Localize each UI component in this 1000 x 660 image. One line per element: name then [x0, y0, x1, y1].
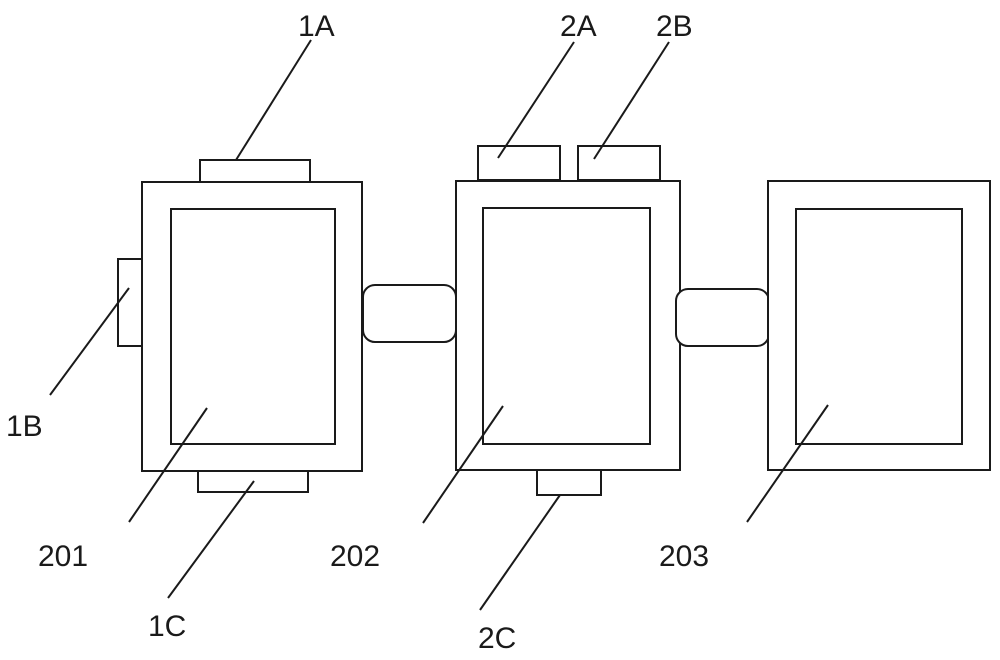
label-202: 202 — [330, 540, 380, 573]
label-2C: 2C — [478, 622, 516, 655]
leader-203 — [746, 404, 829, 523]
leader-1B — [49, 287, 130, 396]
tab-1A — [199, 159, 311, 183]
leader-1C — [167, 480, 255, 599]
label-203: 203 — [659, 540, 709, 573]
inner-panel-201 — [170, 208, 336, 445]
leader-202 — [422, 405, 504, 524]
label-1C: 1C — [148, 610, 186, 643]
leader-2A — [497, 41, 575, 159]
leader-201 — [128, 407, 208, 523]
tab-2B — [577, 145, 661, 181]
tab-2C — [536, 469, 602, 496]
label-201: 201 — [38, 540, 88, 573]
unit-203 — [767, 180, 991, 471]
label-2A: 2A — [560, 10, 597, 43]
tab-2A — [477, 145, 561, 181]
leader-1A — [235, 39, 312, 161]
tab-1B — [117, 258, 143, 347]
unit-201 — [117, 159, 363, 493]
connector-202-203 — [675, 288, 770, 347]
label-1A: 1A — [298, 10, 335, 43]
unit-202 — [455, 145, 681, 496]
connector-201-202 — [362, 284, 457, 343]
leader-2C — [479, 494, 561, 611]
inner-panel-203 — [795, 208, 963, 445]
inner-panel-202 — [482, 207, 651, 445]
leader-2B — [593, 41, 670, 160]
label-1B: 1B — [6, 410, 43, 443]
label-2B: 2B — [656, 10, 693, 43]
